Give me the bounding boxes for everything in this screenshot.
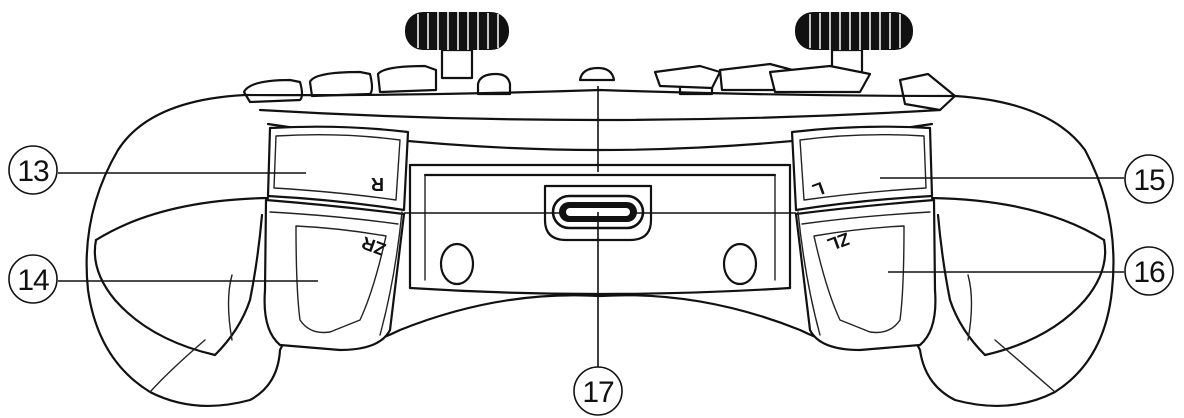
center-panel <box>408 163 792 296</box>
face-buttons-edge <box>242 62 957 112</box>
callout-13-label: 13 <box>17 155 49 188</box>
l-button: L <box>790 125 934 212</box>
callout-17: 17 <box>573 366 623 416</box>
zl-button: ZL <box>794 198 937 352</box>
r-button-label: R <box>371 174 384 194</box>
callout-16: 16 <box>1124 246 1174 296</box>
mount-hole-left <box>439 242 475 286</box>
callout-13: 13 <box>8 145 58 195</box>
r-button: R <box>266 125 410 212</box>
right-thumbstick <box>405 12 509 80</box>
mount-hole-right <box>722 242 758 286</box>
callout-15: 15 <box>1124 154 1174 204</box>
callout-16-label: 16 <box>1133 256 1165 289</box>
zr-button: ZR <box>263 198 406 352</box>
callout-14: 14 <box>8 254 58 304</box>
left-thumbstick <box>795 12 913 80</box>
callout-14-label: 14 <box>17 264 49 297</box>
controller-body <box>85 88 1115 407</box>
callout-17-label: 17 <box>582 376 614 409</box>
leader-lines <box>58 86 1124 375</box>
callout-15-label: 15 <box>1133 164 1165 197</box>
